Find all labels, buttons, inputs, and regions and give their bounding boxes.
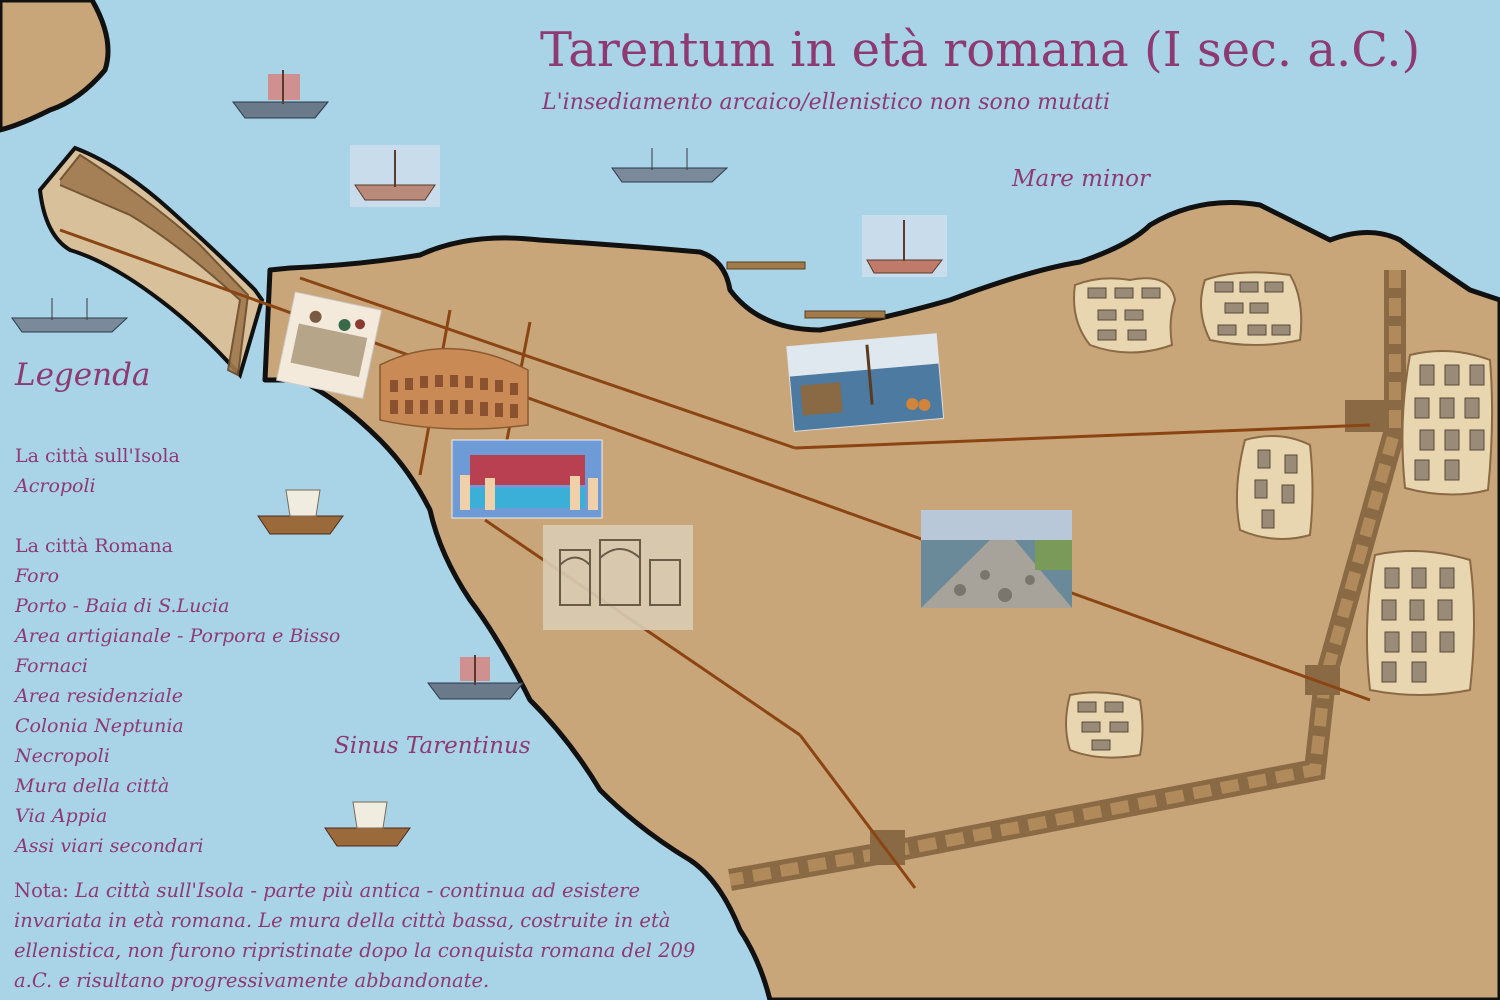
ship-icon: [11, 298, 129, 333]
note: Nota: La città sull'Isola - parte più an…: [14, 876, 734, 996]
legend-title: Legenda: [15, 357, 151, 393]
legend-item: Necropoli: [15, 745, 110, 767]
residential-block-icon: [1235, 435, 1314, 540]
forum-illustration: [275, 291, 382, 399]
legend-item: Colonia Neptunia: [15, 715, 184, 737]
legend-item: Acropoli: [15, 475, 96, 497]
harbor-illustration: [786, 333, 945, 432]
note-label: Nota:: [14, 879, 69, 902]
pier-upper: [726, 261, 806, 270]
page-title: Tarentum in età romana (I sec. a.C.): [540, 22, 1421, 78]
ship-icon: [611, 148, 729, 183]
ship-icon: [324, 801, 411, 847]
pier-lower: [804, 310, 886, 319]
legend-item: Assi viari secondari: [15, 835, 204, 857]
legend-item: Foro: [15, 565, 60, 587]
legend-item: Via Appia: [15, 805, 108, 827]
note-text: La città sull'Isola - parte più antica -…: [14, 879, 696, 992]
island-wall: [59, 153, 250, 377]
ship-icon: [232, 70, 330, 119]
legend-item: Area residenziale: [15, 685, 183, 707]
road-east: [794, 423, 1371, 450]
ruins-illustration: [543, 525, 693, 630]
colosseum-icon: [379, 347, 529, 430]
via-appia-photo: [921, 510, 1072, 608]
road-south-2: [798, 734, 917, 889]
coast-northwest: [0, 0, 111, 133]
road-north: [299, 276, 796, 450]
ship-icon: [862, 215, 947, 277]
sea-label-sinus-tarentinus: Sinus Tarentinus: [334, 733, 531, 759]
legend-item: Porto - Baia di S.Lucia: [15, 595, 230, 617]
legend-item: La città sull'Isola: [15, 445, 180, 467]
via-appia: [59, 228, 1371, 702]
legend-item: Fornaci: [15, 655, 88, 677]
sea-label-mare-minor: Mare minor: [1012, 166, 1150, 192]
ship-icon: [427, 655, 525, 700]
page-subtitle: L'insediamento arcaico/ellenistico non s…: [542, 90, 1111, 115]
residential-block-icon: [1401, 350, 1494, 496]
residential-blocks: [1065, 271, 1494, 759]
ship-icon: [350, 145, 440, 207]
roads: [59, 228, 1371, 889]
legend-item: La città Romana: [15, 535, 173, 557]
legend-item: Area artigianale - Porpora e Bisso: [15, 625, 341, 647]
legend-item: Mura della città: [15, 775, 170, 797]
ship-icon: [257, 489, 344, 535]
baths-illustration: [451, 439, 603, 519]
